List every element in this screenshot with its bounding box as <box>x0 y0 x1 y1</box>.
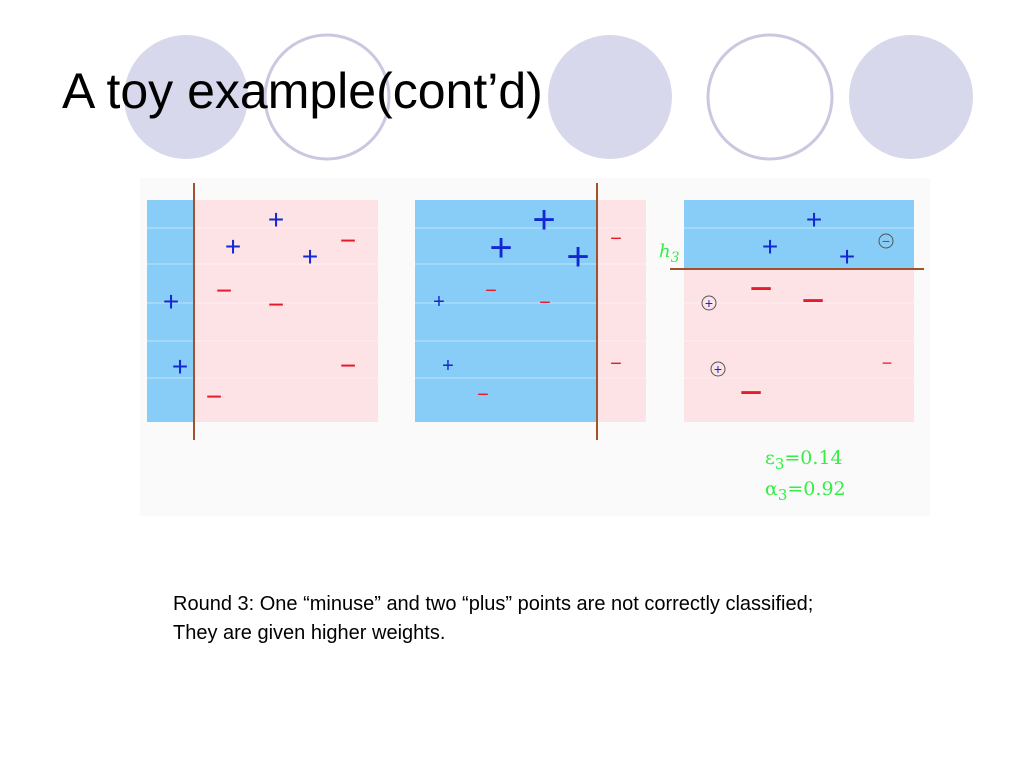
plus-sign: + <box>705 295 713 311</box>
slide-title: A toy example(cont’d) <box>62 63 543 119</box>
plus-point: + <box>163 286 179 317</box>
deco-circle-filled <box>849 35 973 159</box>
plus-point: + <box>489 226 512 270</box>
minus-point: − <box>739 371 762 415</box>
minus-point: − <box>477 384 489 406</box>
deco-circle-filled <box>548 35 672 159</box>
slide-caption: Round 3: One “minuse” and two “plus” poi… <box>173 590 893 648</box>
minus-point: − <box>340 350 356 381</box>
positive-region <box>415 200 597 422</box>
minus-point: − <box>539 292 551 314</box>
plus-point: + <box>225 231 241 262</box>
round-1-panel: + + + + + − − − − − <box>147 183 378 440</box>
deco-circle-outline <box>706 33 834 161</box>
plus-point: + <box>172 351 188 382</box>
minus-point: − <box>206 381 222 412</box>
alpha-annotation: α3=0.92 <box>765 478 846 504</box>
positive-region <box>147 200 194 422</box>
hypothesis-label: h3 <box>659 241 680 266</box>
grid-lines <box>415 227 646 379</box>
positive-region <box>684 200 914 269</box>
grid-lines <box>147 227 378 379</box>
minus-point: − <box>268 289 284 320</box>
round-3-panel: h3 + + + − + + − − − − ε3=0.14 α3=0.92 <box>659 200 924 504</box>
circled-minus-point: − <box>878 233 894 249</box>
circled-plus-point: + <box>701 295 717 311</box>
decorative-circles <box>124 33 973 161</box>
plus-sign: + <box>714 361 722 377</box>
circle-marker <box>701 295 717 311</box>
circled-plus-point: + <box>710 361 726 377</box>
round-2-panel: + + + + + − − − − − <box>415 183 646 440</box>
minus-point: − <box>801 279 824 323</box>
plus-point: + <box>442 355 454 377</box>
circle-marker <box>878 233 894 249</box>
minus-sign: − <box>882 233 890 249</box>
error-annotation: ε3=0.14 <box>765 447 843 473</box>
plus-point: + <box>806 204 822 235</box>
minus-point: − <box>882 353 893 373</box>
minus-point: − <box>485 280 497 302</box>
circle-marker <box>710 361 726 377</box>
minus-point: − <box>610 353 622 375</box>
plus-point: + <box>839 241 855 272</box>
caption-line: They are given higher weights. <box>173 622 446 644</box>
minus-point: − <box>610 228 622 250</box>
minus-point: − <box>340 225 356 256</box>
deco-circle-filled <box>124 35 248 159</box>
boosting-rounds-diagram: + + + + + − − − − − + + + + + − − − − − <box>140 178 930 516</box>
negative-region <box>684 269 914 422</box>
plus-point: + <box>762 231 778 262</box>
plus-point: + <box>433 291 445 313</box>
caption-line: Round 3: One “minuse” and two “plus” poi… <box>173 593 814 615</box>
deco-circle-outline <box>263 33 391 161</box>
negative-region <box>597 200 646 422</box>
negative-region <box>194 200 378 422</box>
grid-lines <box>684 227 914 379</box>
minus-point: − <box>216 275 232 306</box>
plus-point: + <box>268 204 284 235</box>
plus-point: + <box>532 198 555 242</box>
plus-point: + <box>302 241 318 272</box>
minus-point: − <box>749 267 772 311</box>
plus-point: + <box>566 235 589 279</box>
